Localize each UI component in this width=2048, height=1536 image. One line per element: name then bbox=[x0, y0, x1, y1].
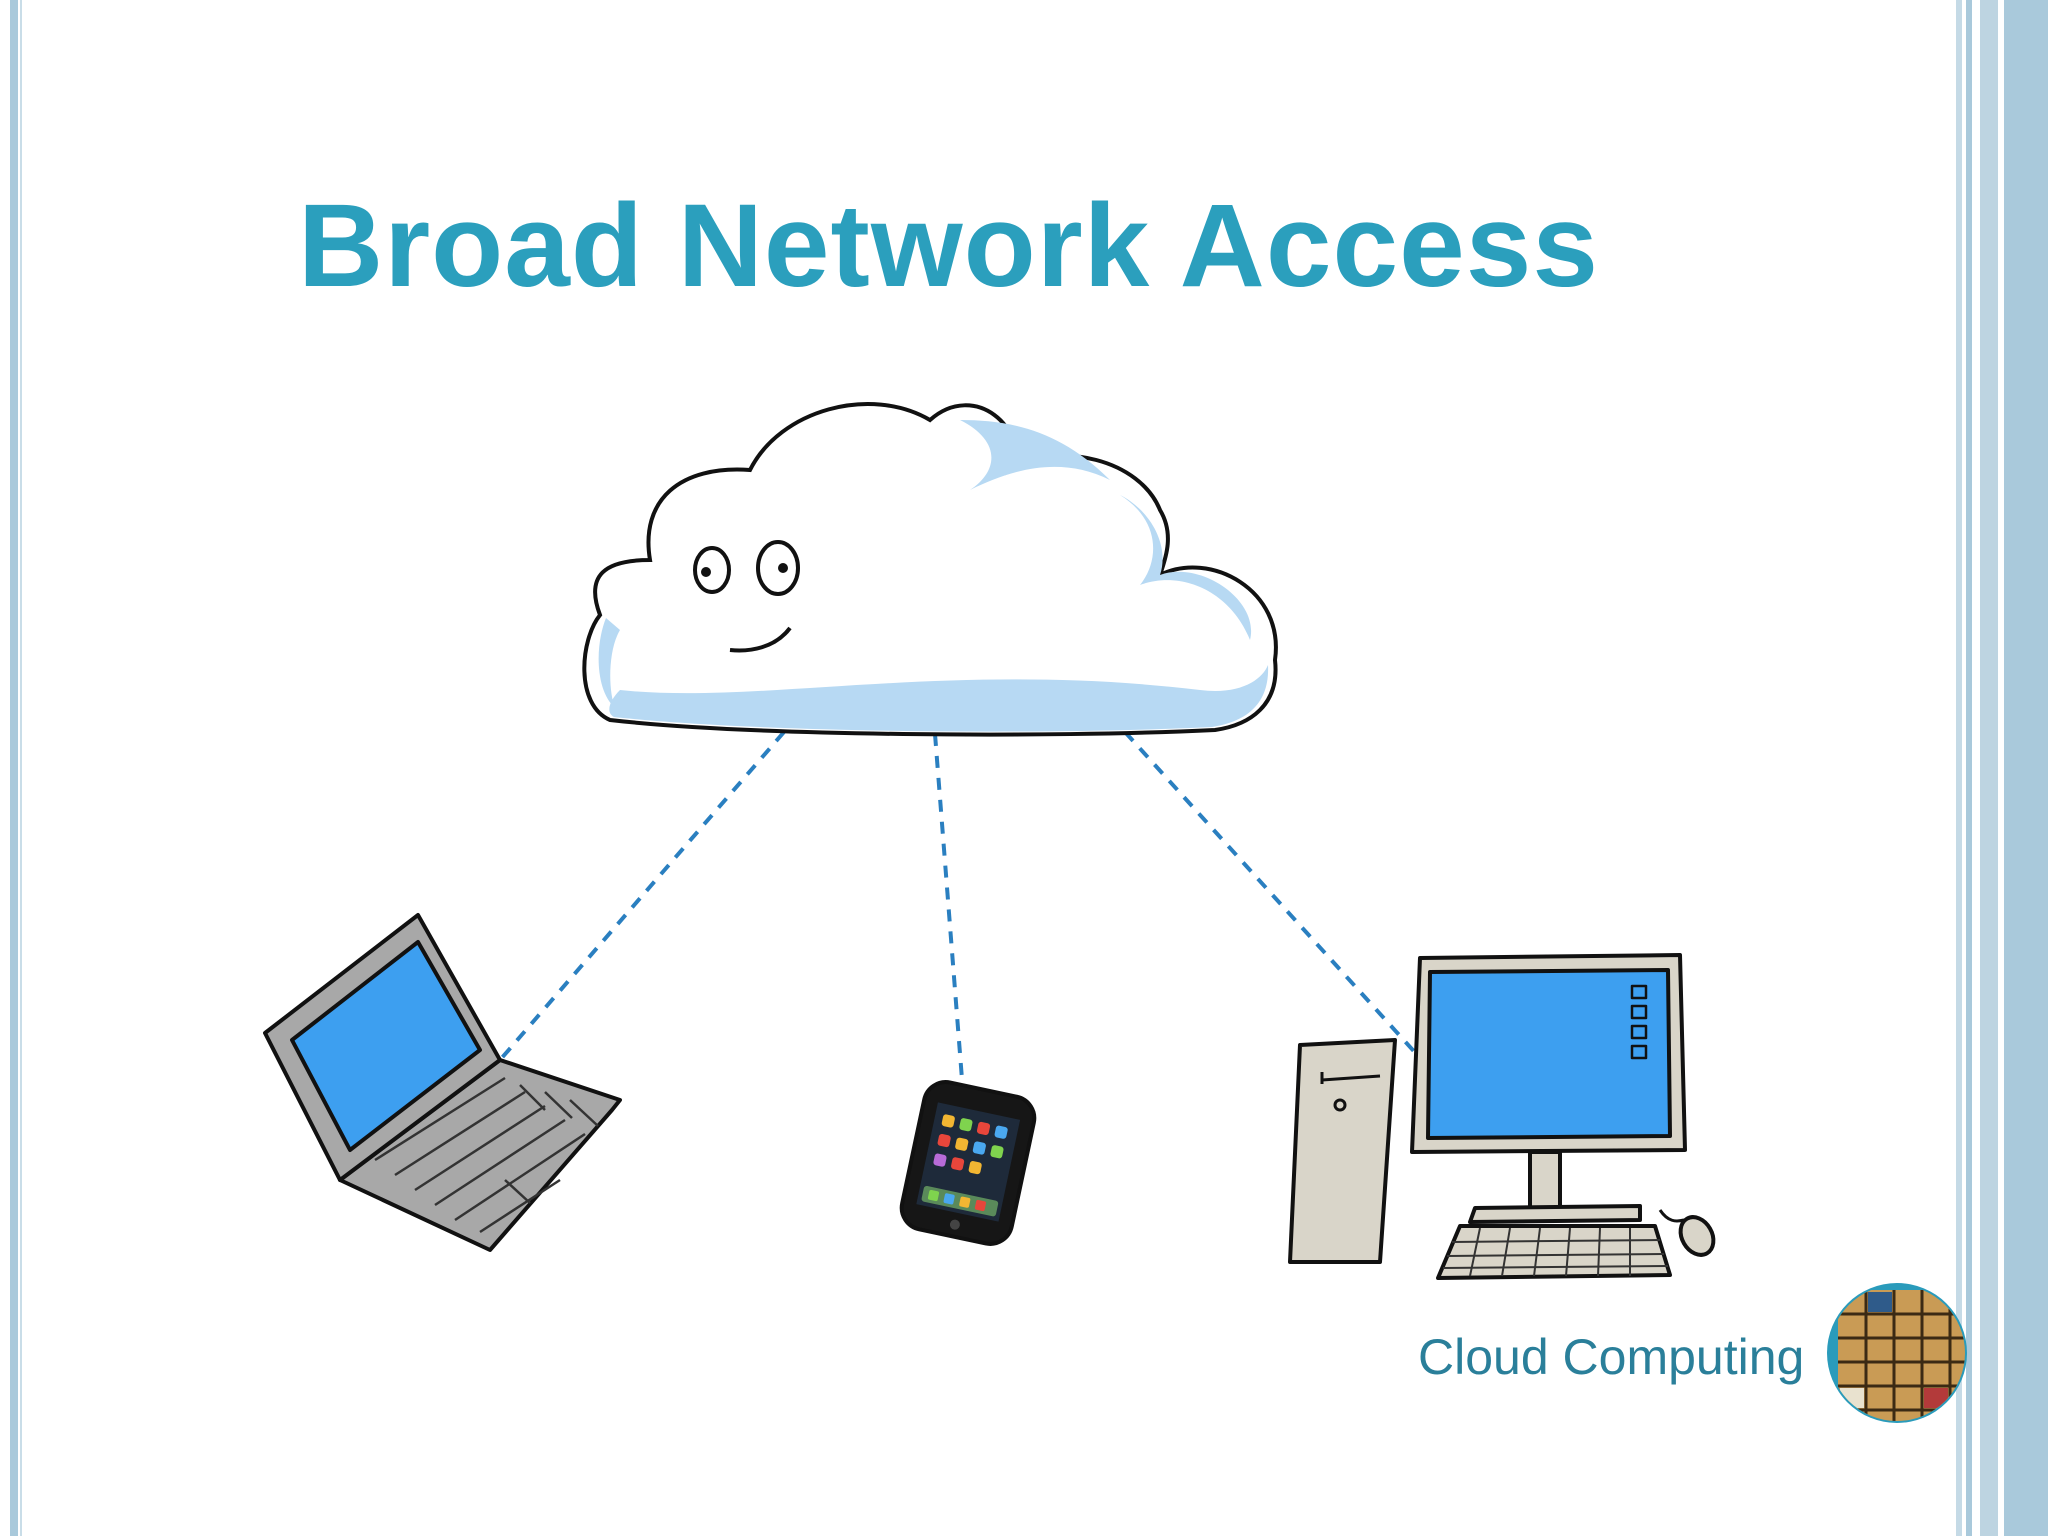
right-border-stripe bbox=[2004, 0, 2048, 1536]
right-border-stripe bbox=[1956, 0, 1962, 1536]
smartphone-icon bbox=[899, 1080, 1037, 1246]
desktop-computer-icon bbox=[1288, 953, 1716, 1280]
left-border bbox=[10, 0, 18, 1536]
connector-desktop bbox=[1123, 730, 1422, 1060]
right-border-stripe bbox=[1980, 0, 1998, 1536]
app-icons bbox=[921, 1114, 1008, 1217]
connector-phone bbox=[933, 733, 965, 1093]
laptop-icon bbox=[263, 913, 622, 1252]
mouse-icon bbox=[1678, 1215, 1716, 1257]
footer-logo bbox=[1827, 1283, 1967, 1423]
cloud-icon bbox=[582, 402, 1278, 737]
cloud-left-eye bbox=[693, 546, 731, 594]
right-border-stripe bbox=[1966, 0, 1972, 1536]
left-border-inner bbox=[20, 0, 22, 1536]
connectors bbox=[498, 730, 1422, 1093]
desktop-screen-icons bbox=[1630, 984, 1648, 1060]
slide-title: Broad Network Access bbox=[298, 180, 1600, 312]
connector-laptop bbox=[498, 730, 786, 1062]
footer-label: Cloud Computing bbox=[1418, 1329, 1805, 1385]
cloud-smile bbox=[729, 626, 792, 653]
